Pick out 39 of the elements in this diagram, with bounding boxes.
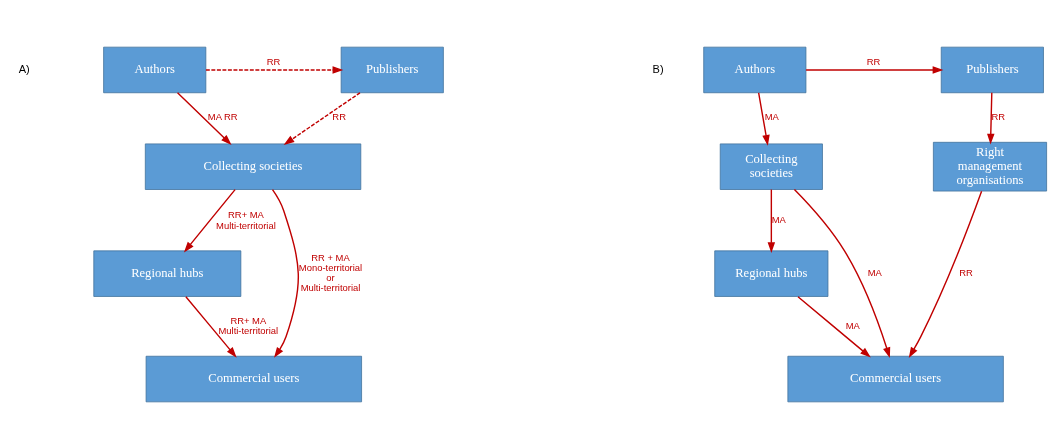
node-box: Authors xyxy=(103,46,207,93)
node-box: Right management organisations xyxy=(932,141,1047,191)
arrow xyxy=(757,91,770,146)
arrow xyxy=(271,188,299,358)
edge-label: RR+ MA Multi-territorial xyxy=(218,314,279,336)
node-box: Commercial users xyxy=(787,355,1004,402)
edge-label: RR + MA Mono-territorial or Multi-territorial xyxy=(298,251,363,293)
arrow xyxy=(767,188,776,253)
arrow xyxy=(176,91,232,145)
edge-label: RR+ MA Multi-territorial xyxy=(216,208,276,231)
node-box: Regional hubs xyxy=(93,249,242,297)
node-box: Publishers xyxy=(340,46,444,93)
edge-label: RR xyxy=(991,110,1006,122)
arrow xyxy=(987,91,995,144)
label: B) xyxy=(652,62,664,75)
node-box: Collecting societies xyxy=(719,143,823,190)
node-box: Collecting societies xyxy=(144,143,362,190)
arrow xyxy=(205,65,344,74)
arrow xyxy=(797,295,871,358)
node-box: Authors xyxy=(703,46,807,93)
arrow xyxy=(283,91,361,145)
arrow xyxy=(908,190,983,358)
arrow xyxy=(185,295,237,358)
edge-label: RR xyxy=(266,55,281,67)
edge-label: MA xyxy=(771,213,786,225)
edge-label: RR xyxy=(332,110,346,122)
edge-label: RR xyxy=(959,266,973,278)
edge-label: RR xyxy=(866,55,881,67)
node-box: Commercial users xyxy=(145,355,362,402)
edge-label: MA xyxy=(845,319,860,331)
edge-label: MA xyxy=(764,110,779,122)
arrow xyxy=(183,188,236,252)
arrow xyxy=(793,188,891,358)
node-box: Regional hubs xyxy=(714,249,829,297)
arrow xyxy=(805,65,944,74)
node-box: Publishers xyxy=(940,46,1044,93)
label: A) xyxy=(18,62,30,75)
edge-label: MA xyxy=(867,266,882,278)
edge-label: MA RR xyxy=(207,110,238,122)
